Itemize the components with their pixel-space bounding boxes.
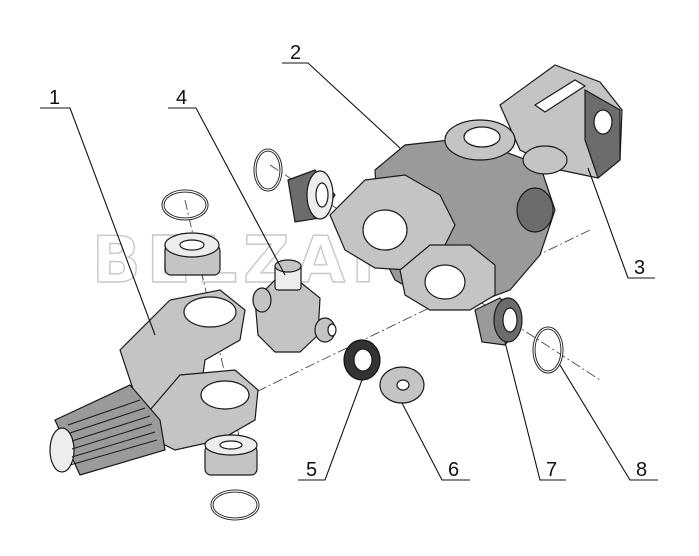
needle-bearing-top-left xyxy=(164,232,221,276)
retaining-ring-upper xyxy=(253,148,283,192)
needle-bearing-bottom xyxy=(204,434,258,476)
callout-4: 4 xyxy=(176,87,187,109)
retaining-ring-top-left xyxy=(161,189,209,221)
retaining-ring-bottom xyxy=(210,489,260,521)
callout-8: 8 xyxy=(636,459,647,481)
needle-bearing-7 xyxy=(474,297,523,346)
callout-3: 3 xyxy=(634,257,645,279)
seal-ring-5 xyxy=(343,339,381,381)
callout-1: 1 xyxy=(49,87,60,109)
callout-7: 7 xyxy=(546,459,557,481)
callout-2: 2 xyxy=(290,42,301,64)
cross-spider xyxy=(252,259,337,353)
callout-6: 6 xyxy=(448,459,459,481)
yoke-assembly-upper xyxy=(329,64,623,311)
spline-teeth xyxy=(67,399,158,466)
washer-6 xyxy=(379,366,425,404)
leader-lines xyxy=(40,62,658,481)
callout-5: 5 xyxy=(306,459,317,481)
splined-yoke xyxy=(49,289,259,476)
needle-bearing-upper xyxy=(287,169,336,223)
retaining-ring-8 xyxy=(532,326,564,374)
